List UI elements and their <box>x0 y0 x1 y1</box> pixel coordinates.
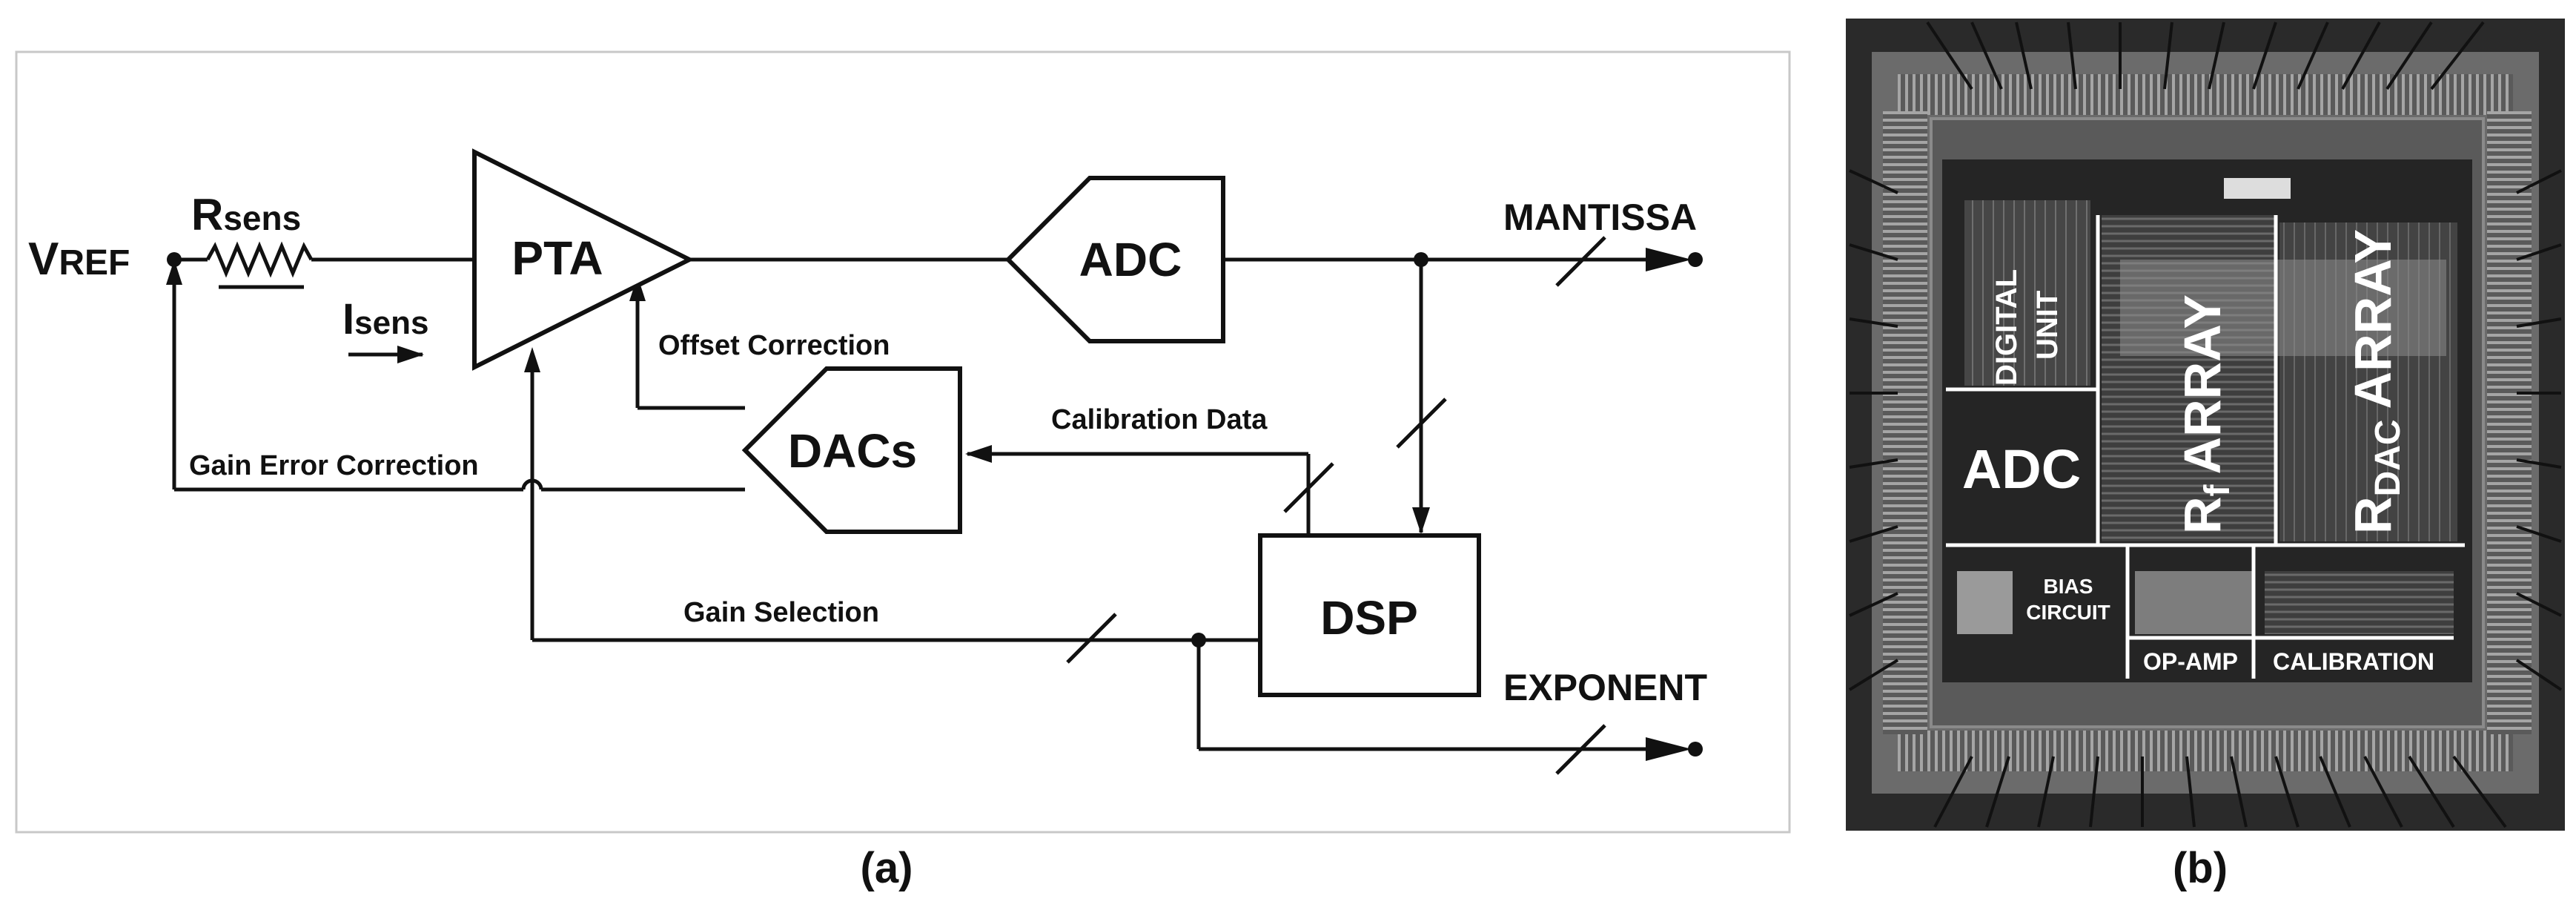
panel-b-chip-photo: DIGITAL UNIT ADC RfARRAY RDACARRAY BIAS … <box>1846 19 2565 892</box>
dsp-label: DSP <box>1320 591 1418 645</box>
bond-wires <box>1848 21 2563 828</box>
block-adc: ADC <box>1004 176 1225 343</box>
isens-label: Isens <box>342 295 428 343</box>
junctions <box>167 252 1703 757</box>
signal-labels: VREF Rsens Isens MANTISSA EXPONENT Offse… <box>28 190 1707 708</box>
bus-slashes <box>1066 236 1606 775</box>
block-dacs: DACs <box>741 366 962 534</box>
block-dsp: DSP <box>1258 533 1481 697</box>
resistor-rsens <box>205 241 314 278</box>
mantissa-label: MANTISSA <box>1503 197 1697 238</box>
rf-array-block <box>2120 260 2446 356</box>
digital-unit-region <box>1964 200 2090 386</box>
pad-row-left <box>1883 111 1927 734</box>
rsens-label: Rsens <box>191 190 301 240</box>
caption-a: (a) <box>861 844 913 892</box>
wires <box>172 257 1675 751</box>
digital-unit-label: DIGITAL <box>1990 269 2023 386</box>
pad-row-right <box>2487 111 2532 734</box>
bias-label: BIAS <box>2044 575 2093 598</box>
circuit-label: CIRCUIT <box>2026 601 2110 624</box>
bias-circuit-region <box>1957 571 2013 634</box>
gain-error-correction-label: Gain Error Correction <box>189 450 479 481</box>
pad-row-top <box>1898 74 2513 115</box>
unit-label: UNIT <box>2031 291 2064 360</box>
dacs-label: DACs <box>788 424 917 478</box>
gain-selection-label: Gain Selection <box>683 597 879 628</box>
caption-b: (b) <box>2173 844 2228 892</box>
block-pta: PTA <box>472 148 695 371</box>
adc-label: ADC <box>1079 233 1182 286</box>
rdac-array-label: RDACARRAY <box>2344 229 2408 534</box>
calibration-data-label: Calibration Data <box>1051 404 1268 435</box>
chip-adc-label: ADC <box>1962 438 2081 500</box>
panel-a-block-diagram: PTA ADC DACs DSP VREF Rsens Isens MANTIS… <box>15 50 1791 892</box>
calibration-region <box>2265 571 2454 634</box>
offset-correction-label: Offset Correction <box>658 330 890 361</box>
calibration-label: CALIBRATION <box>2273 648 2434 675</box>
vref-label: VREF <box>28 234 130 285</box>
exponent-label: EXPONENT <box>1503 667 1707 708</box>
pad-row-bottom <box>1898 731 2513 771</box>
top-chip-label-box <box>2224 178 2291 199</box>
rf-array-label: RfARRAY <box>2173 294 2237 534</box>
region-dividers <box>1946 215 2465 679</box>
pta-label: PTA <box>511 231 603 285</box>
arrowheads <box>166 248 1692 761</box>
op-amp-region <box>2135 571 2254 634</box>
op-amp-label: OP-AMP <box>2143 648 2238 675</box>
chip-labels: DIGITAL UNIT ADC RfARRAY RDACARRAY BIAS … <box>1962 229 2434 675</box>
